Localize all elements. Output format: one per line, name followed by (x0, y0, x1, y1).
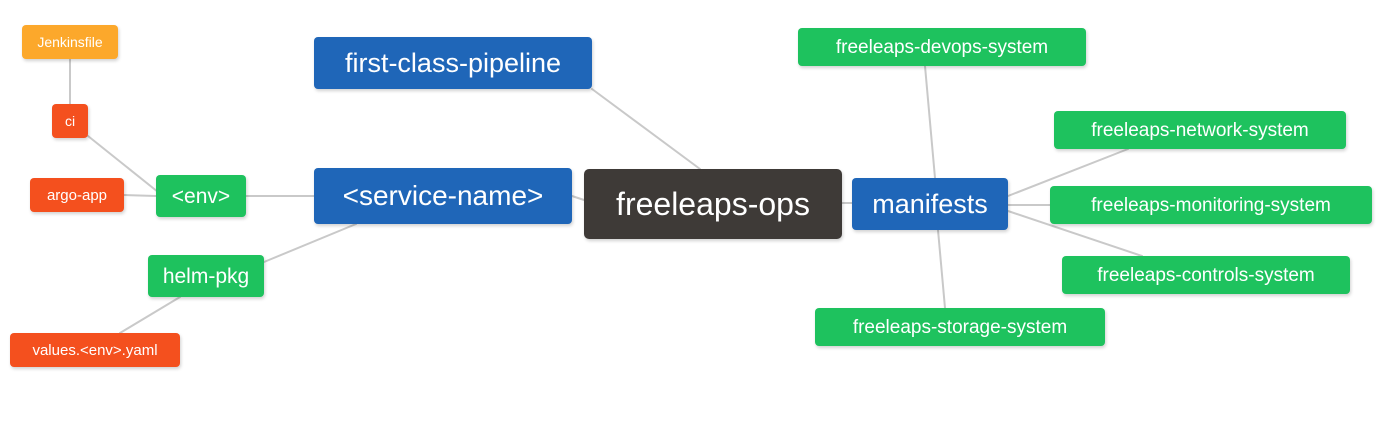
node-label: freeleaps-ops (616, 186, 810, 222)
node-label: first-class-pipeline (344, 47, 562, 78)
node-monitoring[interactable]: freeleaps-monitoring-system (1050, 186, 1372, 224)
node-controls[interactable]: freeleaps-controls-system (1062, 256, 1350, 294)
node-label: manifests (872, 188, 988, 219)
node-label: helm-pkg (162, 264, 250, 288)
edge-argo-app-to-env (123, 194, 157, 197)
node-first-class-pipeline[interactable]: first-class-pipeline (314, 37, 592, 89)
edge-values-yaml-to-helm-pkg (119, 296, 181, 334)
node-label: freeleaps-monitoring-system (1091, 194, 1331, 216)
node-env[interactable]: <env> (156, 175, 246, 217)
node-label: <env> (171, 184, 231, 208)
node-network[interactable]: freeleaps-network-system (1054, 111, 1346, 149)
node-label: Jenkinsfile (37, 34, 103, 50)
node-argo-app[interactable]: argo-app (30, 178, 124, 212)
edge-service-name-to-freeleaps-ops (571, 195, 585, 201)
node-storage[interactable]: freeleaps-storage-system (815, 308, 1105, 346)
node-devops[interactable]: freeleaps-devops-system (798, 28, 1086, 66)
node-service-name[interactable]: <service-name> (314, 168, 572, 224)
edge-manifests-to-storage (937, 229, 946, 309)
node-label: <service-name> (342, 180, 544, 211)
node-manifests[interactable]: manifests (852, 178, 1008, 230)
node-label: freeleaps-devops-system (835, 36, 1049, 58)
node-values-yaml[interactable]: values.<env>.yaml (10, 333, 180, 367)
edge-manifests-to-devops (924, 65, 936, 179)
node-helm-pkg[interactable]: helm-pkg (148, 255, 264, 297)
node-label: values.<env>.yaml (32, 341, 158, 359)
node-freeleaps-ops[interactable]: freeleaps-ops (584, 169, 842, 239)
node-label: argo-app (46, 186, 108, 204)
node-label: freeleaps-storage-system (852, 316, 1068, 338)
node-label: freeleaps-network-system (1091, 119, 1309, 141)
node-label: ci (64, 113, 76, 129)
node-label: freeleaps-controls-system (1097, 264, 1315, 286)
node-jenkinsfile[interactable]: Jenkinsfile (22, 25, 118, 59)
node-ci[interactable]: ci (52, 104, 88, 138)
edge-helm-pkg-to-service-name (263, 223, 357, 263)
edge-first-class-pipeline-to-freeleaps-ops (591, 88, 701, 170)
